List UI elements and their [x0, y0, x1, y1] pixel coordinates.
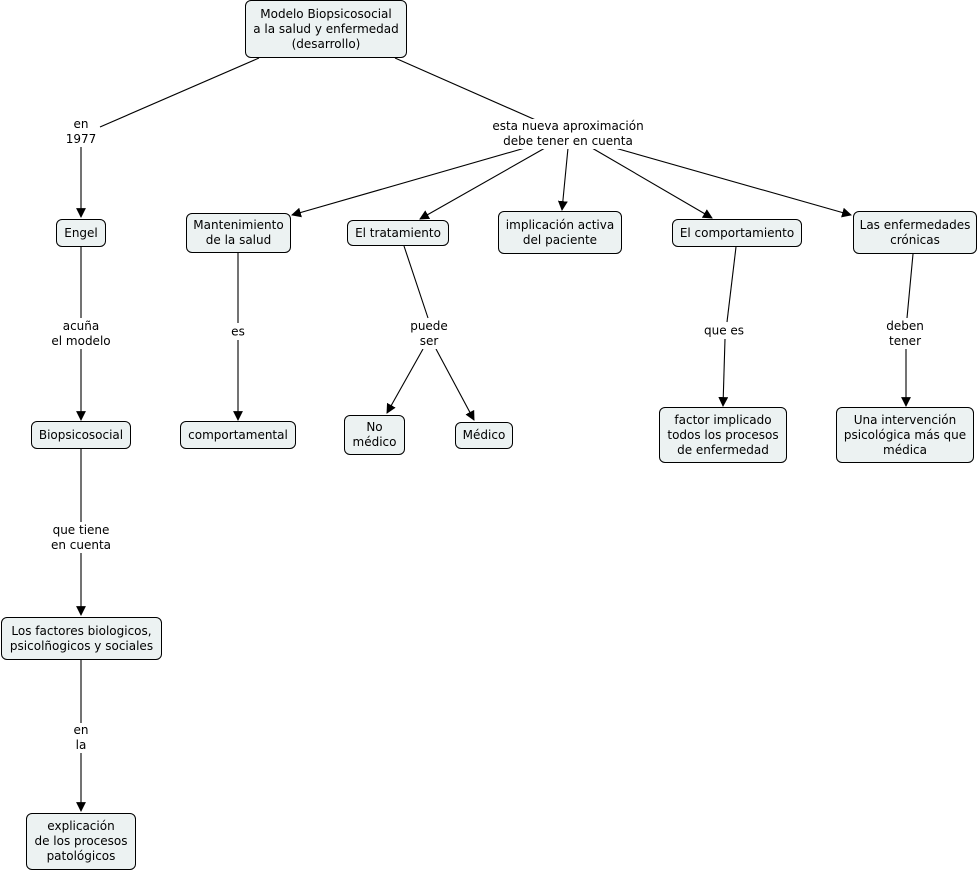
concept-engel[interactable]: Engel: [56, 219, 106, 247]
concept-comportamental[interactable]: comportamental: [180, 421, 296, 449]
concept-enfermedades-cronicas[interactable]: Las enfermedades crónicas: [853, 211, 977, 254]
concept-intervencion[interactable]: Una intervención psicológica más que méd…: [836, 407, 974, 463]
edge-aprox-comportamiento: [591, 147, 713, 219]
concept-no-medico[interactable]: No médico: [344, 415, 405, 455]
edge-root-en1977: [99, 57, 260, 128]
edge-comportamiento-quees: [726, 246, 737, 323]
link-label-que-es: que es: [701, 323, 747, 339]
edge-enfermedades-deben: [906, 253, 914, 319]
edge-tratamiento-puede: [403, 245, 429, 319]
link-label-puede-ser: puede ser: [408, 319, 450, 349]
link-label-en-1977: en 1977: [63, 117, 99, 147]
concept-explicacion[interactable]: explicación de los procesos patológicos: [26, 813, 136, 870]
edge-puede-medico: [435, 348, 475, 421]
concept-tratamiento[interactable]: El tratamiento: [347, 220, 449, 246]
edge-aprox-enfermedades: [614, 147, 852, 218]
link-label-nueva-aproximacion: esta nueva aproximación debe tener en cu…: [490, 119, 646, 149]
concept-factores[interactable]: Los factores biologicos, psicolñogicos y…: [1, 617, 162, 660]
link-label-que-tiene-en-cuenta: que tiene en cuenta: [48, 523, 114, 553]
concept-comportamiento[interactable]: El comportamiento: [672, 219, 802, 247]
edge-aprox-implicacion: [557, 147, 569, 211]
concept-root[interactable]: Modelo Biopsicosocial a la salud y enfer…: [245, 0, 407, 58]
concept-implicacion[interactable]: implicación activa del paciente: [498, 211, 622, 254]
edge-aprox-tratamiento: [419, 147, 546, 220]
edge-quees-factor: [718, 338, 729, 407]
link-label-acuna-el-modelo: acuña el modelo: [49, 319, 113, 349]
edge-aprox-mantenimiento: [291, 147, 526, 218]
edge-root-aproximacion: [394, 57, 539, 122]
concept-mantenimiento[interactable]: Mantenimiento de la salud: [186, 213, 291, 253]
concept-medico[interactable]: Médico: [455, 422, 513, 449]
link-label-en-la: en la: [71, 723, 91, 753]
concept-biopsicosocial[interactable]: Biopsicosocial: [31, 421, 131, 449]
concept-factor-implicado[interactable]: factor implicado todos los procesos de e…: [659, 407, 787, 463]
link-label-es: es: [229, 324, 247, 340]
link-label-deben-tener: deben tener: [884, 319, 926, 349]
edge-puede-nomedico: [386, 348, 424, 414]
